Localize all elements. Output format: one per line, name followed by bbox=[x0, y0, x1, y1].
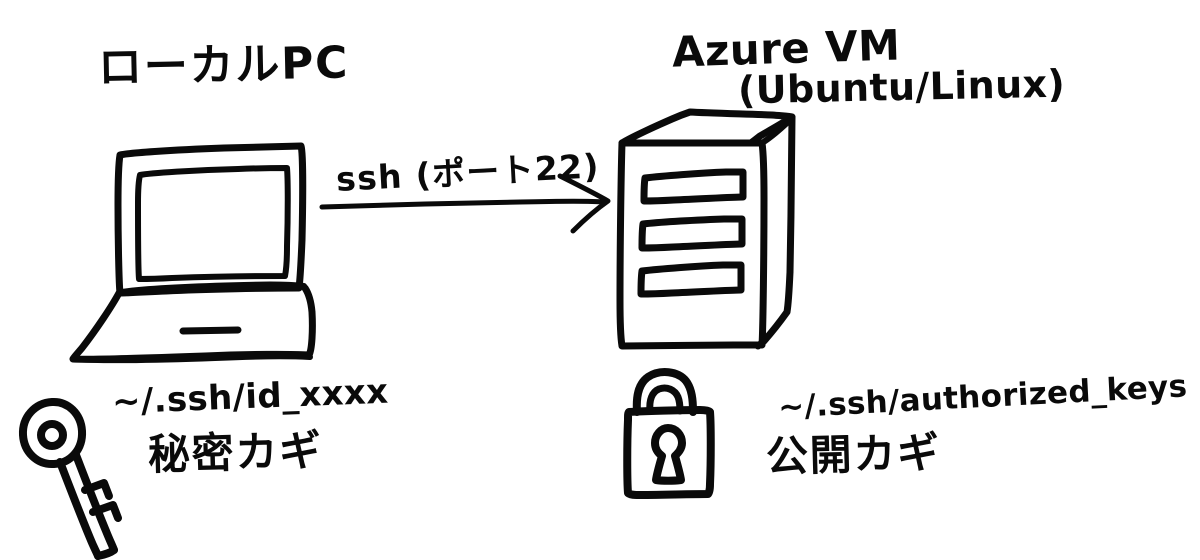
local-key-path: ~/.ssh/id_xxxx bbox=[111, 371, 390, 423]
ssh-connection-label: ssh (ポート22) bbox=[335, 146, 601, 199]
arrow-right-icon bbox=[319, 173, 611, 234]
local-key-type: 秘密カギ bbox=[147, 425, 324, 480]
local-pc-title: ローカルPC bbox=[97, 37, 350, 94]
remote-key-type: 公開カギ bbox=[765, 427, 942, 482]
azure-vm-subtitle: (Ubuntu/Linux) bbox=[737, 61, 1066, 113]
laptop-icon bbox=[69, 142, 316, 364]
padlock-icon bbox=[623, 368, 715, 499]
server-icon bbox=[616, 108, 796, 350]
key-icon bbox=[19, 398, 122, 560]
remote-key-path: ~/.ssh/authorized_keys bbox=[777, 368, 1189, 426]
